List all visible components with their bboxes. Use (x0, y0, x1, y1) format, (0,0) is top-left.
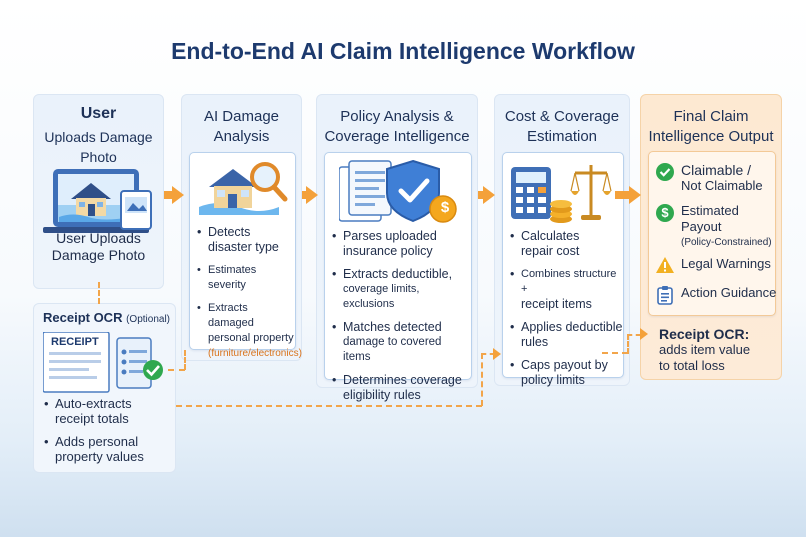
policy-shield-icon (339, 159, 457, 223)
arrow-policy-to-cost-stem (478, 191, 483, 199)
final-output-panel: Final Claim Intelligence Output Claimabl… (640, 94, 782, 380)
arrow-cost-to-final-stem (615, 191, 629, 199)
dashed-receipt-to-damage (168, 369, 185, 371)
user-step-heading: User Uploads Damage Photo (44, 105, 153, 165)
cost-estimation-panel: Cost & Coverage Estimation Calculatesrep… (494, 94, 630, 387)
receipt-ocr-heading: Receipt OCR (Optional) (43, 310, 170, 325)
warning-triangle-icon (656, 257, 674, 273)
receipt-doc-label: RECEIPT (51, 336, 99, 348)
dashed-cost-to-final-end (627, 334, 641, 336)
dashed-arrow-into-final (640, 328, 648, 340)
clipboard-icon (657, 286, 673, 305)
arrow-user-to-damage-stem (164, 191, 172, 199)
final-output-heading: Final Claim Intelligence Output (648, 108, 774, 145)
laptop-house-upload-icon (43, 169, 152, 233)
calculator-scales-icon (511, 165, 612, 223)
policy-analysis-panel: Policy Analysis & Coverage Intelligence … (316, 94, 478, 402)
page-title: End-to-End AI Claim Intelligence Workflo… (171, 38, 635, 64)
cost-estimation-heading: Cost & Coverage Estimation (504, 108, 620, 145)
policy-analysis-heading: Policy Analysis & Coverage Intelligence (324, 108, 470, 145)
dashed-receipt-to-cost-up (481, 353, 483, 406)
arrow-damage-to-policy (306, 186, 318, 204)
arrow-cost-to-final (629, 186, 641, 204)
dashed-receipt-to-damage-up (184, 350, 186, 370)
dashed-cost-to-final (602, 352, 628, 354)
arrow-user-to-damage (172, 186, 184, 204)
dashed-receipt-to-cost (176, 405, 482, 407)
dollar-coin-glyph: $ (440, 199, 450, 216)
dollar-circle-icon (656, 204, 674, 222)
arrow-damage-to-policy-stem (302, 191, 306, 199)
list-item: Estimates severity (197, 263, 295, 293)
receipt-document-icon (43, 332, 163, 393)
list-item: Combines structure +receipt items (510, 267, 624, 312)
damage-analysis-heading: AI Damage Analysis (203, 108, 280, 145)
receipt-ocr-panel: Receipt OCR (Optional) RECEIPT Auto-extr… (33, 303, 176, 473)
arrow-policy-to-cost (483, 186, 495, 204)
list-item: Extracts deductible,coverage limits, exc… (332, 267, 470, 312)
dashed-cost-to-final-up (627, 334, 629, 354)
dollar-circle-glyph: $ (661, 205, 669, 220)
house-magnifier-icon (199, 162, 288, 215)
user-step-panel: User Uploads Damage Photo User Uploads D… (33, 94, 164, 289)
receipt-ocr-contribution: Receipt OCR: adds item value to total lo… (659, 326, 751, 373)
check-circle-icon (656, 163, 674, 181)
dashed-arrow-into-cost (493, 348, 501, 360)
user-upload-caption: User Uploads Damage Photo (51, 230, 146, 263)
dashed-receipt-to-cost-end (481, 353, 495, 355)
dashed-user-to-receipt (98, 282, 100, 304)
